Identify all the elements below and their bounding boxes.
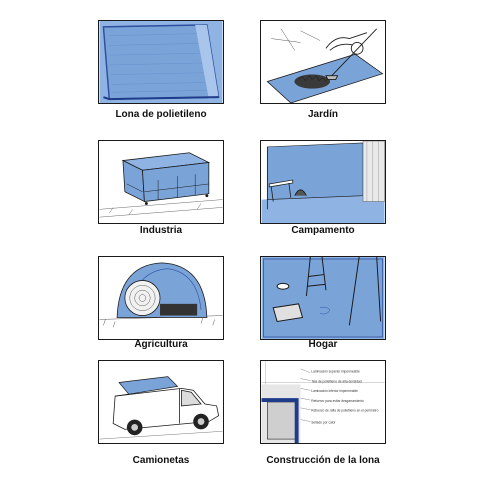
caption-construction: Construcción de la lona [266, 455, 380, 466]
caption-polyethylene: Lona de polietileno [115, 109, 207, 120]
caption-agriculture: Agricultura [134, 339, 188, 350]
construction-label-1: Laminación superior impermeable [311, 370, 360, 374]
panel-agriculture [98, 256, 224, 340]
panel-polyethylene-tarp [98, 20, 224, 104]
truck-illustration [99, 376, 223, 440]
caption-garden: Jardín [307, 109, 338, 120]
panel-trucks [98, 360, 224, 444]
panel-construction: Laminación superior impermeable Tela de … [260, 360, 386, 444]
panel-garden [260, 20, 386, 104]
panel-camping [260, 140, 386, 224]
caption-industry: Industria [139, 225, 183, 236]
construction-label-2: Tela de polietileno de alta densidad [311, 379, 361, 383]
garden-illustration [266, 28, 384, 103]
camping-illustration [261, 141, 385, 223]
agriculture-illustration [99, 262, 223, 328]
construction-label-6: Sellado por calor [311, 420, 336, 424]
tarp-illustration [99, 21, 223, 103]
construction-diagram: Laminación superior impermeable Tela de … [261, 361, 385, 443]
caption-trucks: Camionetas [132, 455, 190, 466]
construction-label-4: Refuerzo para evitar desgarramiento [311, 399, 364, 403]
panel-industry [98, 140, 224, 224]
panel-home [260, 256, 386, 340]
construction-label-3: Laminación inferior impermeable [311, 389, 358, 393]
industry-illustration [99, 152, 223, 218]
home-illustration [261, 257, 385, 339]
construction-label-5: Refuerzo de rafia de polietileno en el p… [311, 409, 378, 413]
caption-camping: Campamento [291, 225, 355, 236]
caption-home: Hogar [308, 339, 338, 350]
